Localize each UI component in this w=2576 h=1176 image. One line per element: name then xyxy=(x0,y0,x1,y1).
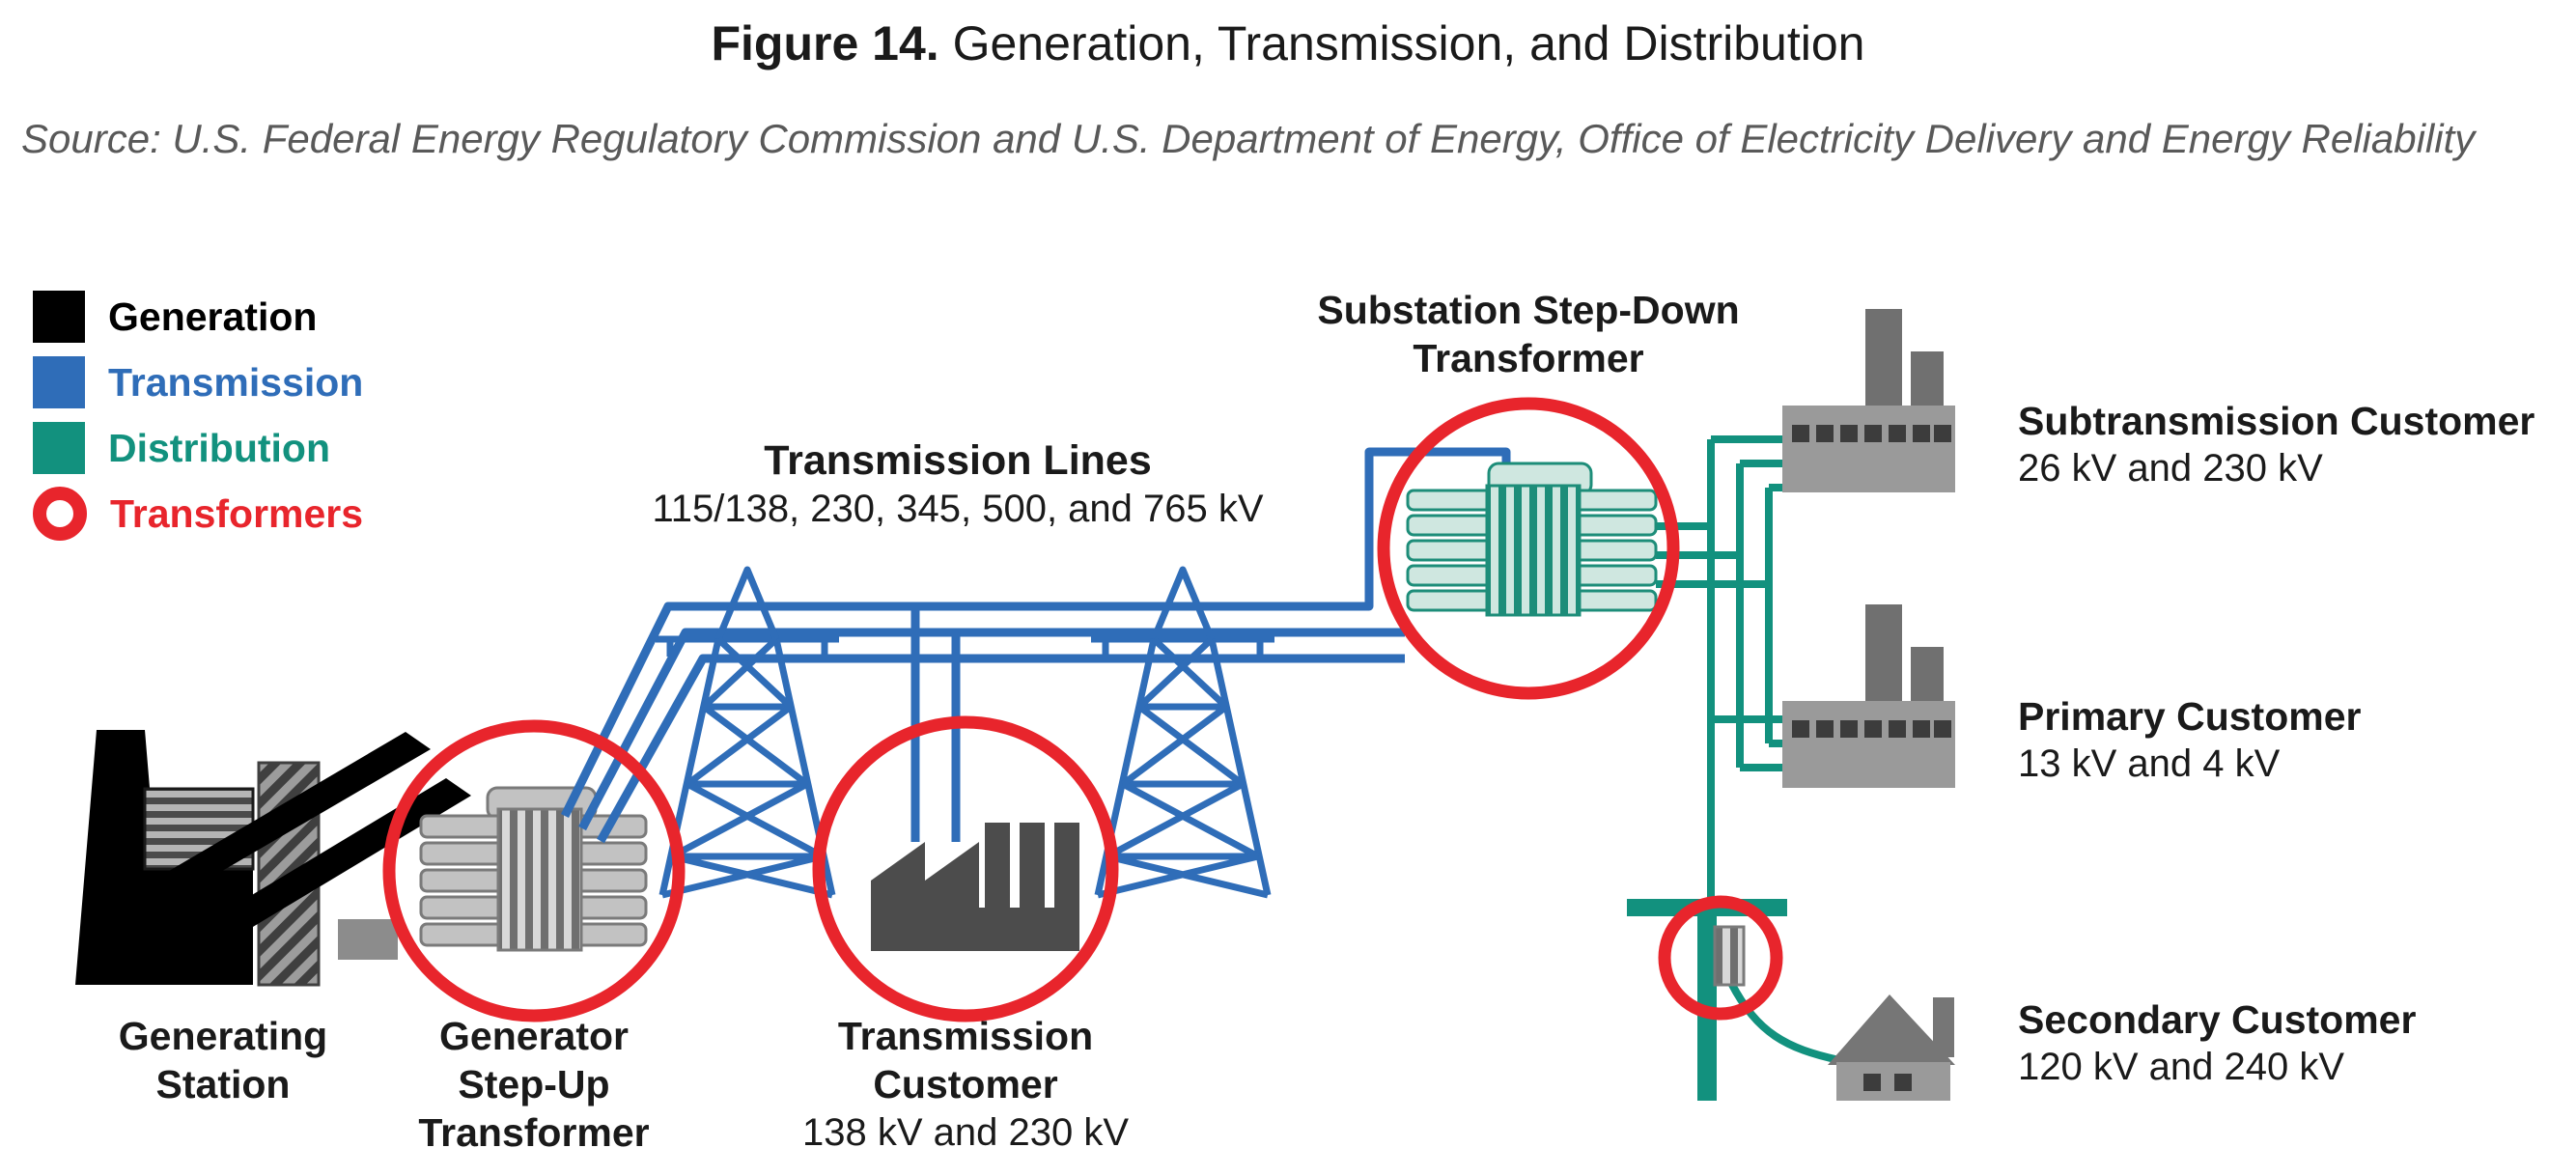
generating-station-label-line1: Generating xyxy=(118,1014,328,1058)
transmission-customer-label-line2: Customer xyxy=(873,1062,1058,1106)
generation-swatch xyxy=(33,291,85,343)
transmission-customer-label: Transmission Customer 138 kV and 230 kV xyxy=(802,1012,1129,1157)
primary-customer-icon xyxy=(1782,604,1955,788)
primary-customer-title: Primary Customer xyxy=(2018,694,2362,739)
generating-station-icon xyxy=(75,730,471,987)
transmission-lines-voltages: 115/138, 230, 345, 500, and 765 kV xyxy=(652,488,1264,530)
figure-number: Figure 14. xyxy=(711,16,939,70)
transmission-customer-voltage: 138 kV and 230 kV xyxy=(801,1111,1130,1154)
legend-item-transmission: Transmission xyxy=(33,355,363,409)
transmission-swatch xyxy=(33,356,85,408)
generator-stepup-label-line1: Generator xyxy=(439,1014,629,1058)
transmission-lines-label: Transmission Lines 115/138, 230, 345, 50… xyxy=(652,436,1263,533)
transmission-tower-icon xyxy=(1091,570,1274,895)
transmission-customer-circle xyxy=(812,715,1119,1022)
secondary-customer-label: Secondary Customer 120 kV and 240 kV xyxy=(2018,996,2416,1091)
figure-title: Figure 14. Generation, Transmission, and… xyxy=(0,15,2576,71)
secondary-customer-icon xyxy=(1828,994,1955,1101)
generator-stepup-label-line2: Step-Up xyxy=(458,1062,610,1106)
generator-stepup-label: Generator Step-Up Transformer xyxy=(418,1012,649,1157)
legend-item-distribution: Distribution xyxy=(33,421,363,475)
legend-item-transformers: Transformers xyxy=(33,487,363,541)
generator-stepup-transformer-circle xyxy=(382,719,686,1022)
subtransmission-customer-title: Subtransmission Customer xyxy=(2018,399,2535,443)
transmission-customer-icon xyxy=(871,823,1079,951)
subtransmission-customer-voltage: 26 kV and 230 kV xyxy=(2018,447,2323,490)
substation-label-line2: Transformer xyxy=(1413,336,1644,380)
pole-transformer-icon xyxy=(1713,925,1746,987)
primary-customer-label: Primary Customer 13 kV and 4 kV xyxy=(2018,693,2361,788)
figure-title-text: Generation, Transmission, and Distributi… xyxy=(938,16,1865,70)
distribution-swatch xyxy=(33,422,85,474)
transformer-ring-icon xyxy=(33,487,87,541)
substation-label: Substation Step-Down Transformer xyxy=(1317,286,1739,382)
substation-transformer-circle xyxy=(1377,397,1680,700)
legend-label-distribution: Distribution xyxy=(108,425,331,470)
pole-transformer-circle xyxy=(1658,895,1783,1021)
generator-stepup-label-line3: Transformer xyxy=(418,1110,650,1155)
substation-transformer-icon xyxy=(1406,462,1658,617)
legend-item-generation: Generation xyxy=(33,290,363,344)
subtransmission-customer-icon xyxy=(1782,309,1955,492)
legend-label-generation: Generation xyxy=(108,294,318,339)
generating-station-label-line2: Station xyxy=(155,1062,291,1106)
subtransmission-customer-label: Subtransmission Customer 26 kV and 230 k… xyxy=(2018,398,2534,492)
distribution-lines xyxy=(1656,435,1840,1064)
transmission-lines-title: Transmission Lines xyxy=(764,437,1152,484)
secondary-customer-title: Secondary Customer xyxy=(2018,997,2417,1042)
legend-label-transmission: Transmission xyxy=(108,359,364,405)
primary-customer-voltage: 13 kV and 4 kV xyxy=(2018,742,2281,785)
source-attribution: Source: U.S. Federal Energy Regulatory C… xyxy=(21,116,2476,161)
transmission-tower-icon xyxy=(656,570,839,895)
substation-label-line1: Substation Step-Down xyxy=(1317,288,1740,332)
generating-station-label: Generating Station xyxy=(119,1012,327,1108)
secondary-customer-voltage: 120 kV and 240 kV xyxy=(2018,1046,2345,1088)
legend-label-transformers: Transformers xyxy=(110,490,364,536)
transmission-customer-label-line1: Transmission xyxy=(837,1014,1094,1058)
legend: Generation Transmission Distribution Tra… xyxy=(33,290,363,552)
